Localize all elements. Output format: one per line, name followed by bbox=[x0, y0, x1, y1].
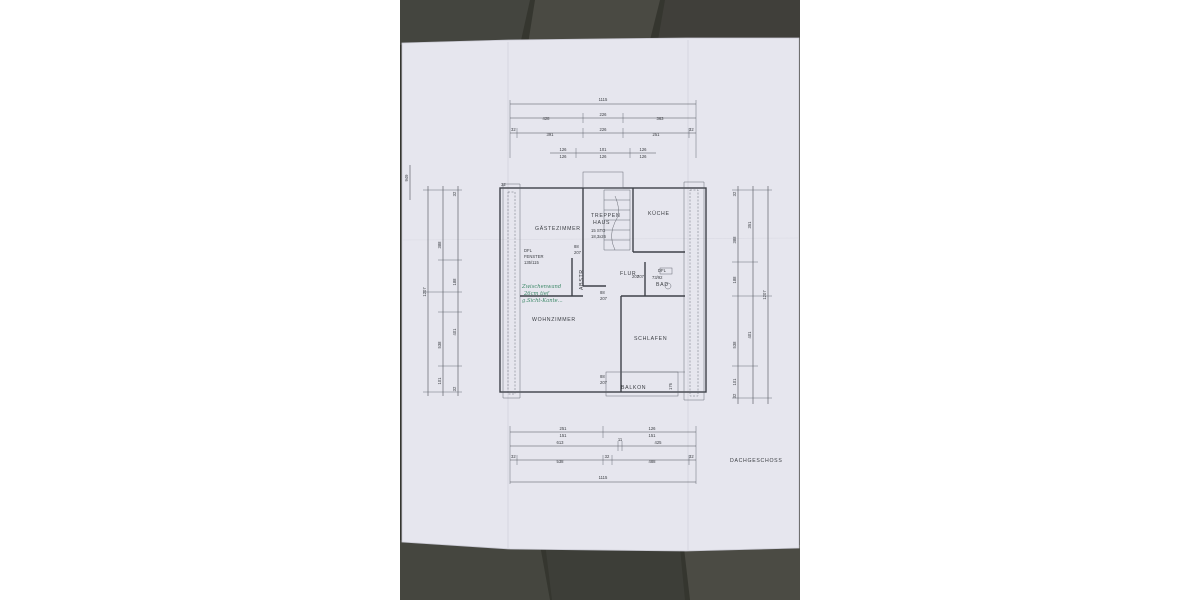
svg-text:226: 226 bbox=[600, 112, 608, 117]
svg-text:613: 613 bbox=[557, 440, 565, 445]
room-flur: FLUR bbox=[620, 271, 636, 277]
svg-text:425: 425 bbox=[655, 440, 663, 445]
svg-text:388: 388 bbox=[732, 236, 737, 244]
svg-text:401: 401 bbox=[452, 328, 457, 336]
svg-text:207: 207 bbox=[600, 380, 608, 385]
svg-text:32: 32 bbox=[732, 191, 737, 196]
room-gaestezimmer: GÄSTEZIMMER bbox=[535, 225, 581, 232]
svg-text:151: 151 bbox=[649, 433, 657, 438]
svg-text:538: 538 bbox=[437, 341, 442, 349]
photo-frame: 1115 428 226 363 32 391 226 251 32 126 1… bbox=[400, 0, 800, 600]
svg-text:151: 151 bbox=[560, 433, 568, 438]
left-dimension-chains: 949 1207 388 188 401 538 101 32 32 bbox=[404, 165, 462, 396]
svg-text:1115: 1115 bbox=[599, 475, 608, 480]
svg-text:538: 538 bbox=[557, 459, 565, 464]
svg-text:32: 32 bbox=[732, 393, 737, 398]
svg-text:538: 538 bbox=[732, 341, 737, 349]
room-balkon: BALKON bbox=[621, 385, 646, 391]
svg-text:88: 88 bbox=[600, 374, 605, 379]
floor-plan-sheet: 1115 428 226 363 32 391 226 251 32 126 1… bbox=[401, 37, 800, 552]
svg-text:126: 126 bbox=[640, 147, 648, 152]
room-labels: GÄSTEZIMMER TREPPEN HAUS 15 STG 18,3x26 … bbox=[524, 210, 670, 391]
svg-text:101: 101 bbox=[732, 378, 737, 386]
svg-text:126: 126 bbox=[600, 154, 608, 159]
svg-text:126: 126 bbox=[640, 154, 648, 159]
svg-text:1115: 1115 bbox=[599, 97, 608, 102]
svg-text:88: 88 bbox=[600, 290, 605, 295]
svg-text:488: 488 bbox=[649, 459, 657, 464]
svg-text:101: 101 bbox=[437, 377, 442, 385]
svg-text:FENSTER: FENSTER bbox=[524, 254, 544, 259]
svg-text:26cm tief: 26cm tief bbox=[523, 291, 550, 297]
room-schlafen: SCHLAFEN bbox=[634, 336, 667, 342]
svg-text:32: 32 bbox=[452, 191, 457, 196]
svg-text:207: 207 bbox=[574, 250, 582, 255]
svg-text:32: 32 bbox=[511, 454, 516, 459]
svg-text:HAUS: HAUS bbox=[593, 220, 610, 226]
svg-text:DFL: DFL bbox=[524, 248, 533, 253]
svg-text:135/115: 135/115 bbox=[524, 260, 539, 265]
right-dimension-chains: 351 1207 388 188 401 538 101 32 32 bbox=[732, 186, 772, 404]
svg-text:388: 388 bbox=[437, 241, 442, 249]
svg-text:428: 428 bbox=[543, 116, 551, 121]
svg-text:188: 188 bbox=[452, 278, 457, 286]
svg-text:188: 188 bbox=[732, 276, 737, 284]
top-dimension-chains: 1115 428 226 363 32 391 226 251 32 126 1… bbox=[509, 97, 697, 159]
svg-text:949: 949 bbox=[404, 174, 409, 182]
svg-text:126: 126 bbox=[649, 426, 657, 431]
svg-text:351: 351 bbox=[747, 221, 752, 229]
opening-labels: 88 207 207 88 207 88 207 207 176 32 bbox=[501, 182, 673, 390]
room-abstr: ABSTR bbox=[579, 269, 585, 290]
svg-text:176: 176 bbox=[668, 382, 673, 390]
svg-text:15 STG: 15 STG bbox=[591, 228, 605, 233]
bottom-dimension-chains: 251 126 151 151 613 11 425 32 538 32 488… bbox=[509, 426, 697, 484]
svg-text:Zwischenwand: Zwischenwand bbox=[521, 284, 562, 290]
svg-text:126: 126 bbox=[560, 147, 568, 152]
svg-text:32: 32 bbox=[605, 454, 610, 459]
svg-text:1207: 1207 bbox=[422, 287, 427, 297]
room-kueche: KÜCHE bbox=[648, 210, 670, 217]
svg-text:226: 226 bbox=[600, 127, 608, 132]
svg-text:207: 207 bbox=[632, 274, 640, 279]
svg-text:391: 391 bbox=[547, 132, 555, 137]
svg-text:363: 363 bbox=[657, 116, 665, 121]
svg-text:251: 251 bbox=[653, 132, 661, 137]
svg-text:207: 207 bbox=[637, 274, 645, 279]
room-wohnzimmer: WOHNZIMMER bbox=[532, 317, 576, 323]
drawing-title: DACHGESCHOSS bbox=[730, 458, 783, 464]
svg-text:126: 126 bbox=[560, 154, 568, 159]
paper bbox=[401, 37, 800, 552]
handwritten-notes: Zwischenwand 26cm tief g.Sicht-Kante... bbox=[521, 284, 563, 304]
svg-text:1207: 1207 bbox=[762, 290, 767, 300]
svg-text:73/92: 73/92 bbox=[652, 275, 663, 280]
svg-text:88: 88 bbox=[574, 244, 579, 249]
svg-text:251: 251 bbox=[560, 426, 568, 431]
svg-text:11: 11 bbox=[618, 437, 623, 442]
svg-text:101: 101 bbox=[600, 147, 608, 152]
room-bad: BAD bbox=[656, 282, 669, 288]
svg-text:18,3x26: 18,3x26 bbox=[591, 234, 607, 239]
room-treppenhaus: TREPPEN bbox=[591, 213, 620, 219]
svg-text:32: 32 bbox=[689, 127, 694, 132]
svg-text:32: 32 bbox=[501, 182, 506, 187]
svg-text:32: 32 bbox=[689, 454, 694, 459]
svg-text:32: 32 bbox=[452, 386, 457, 391]
svg-text:401: 401 bbox=[747, 331, 752, 339]
svg-text:g.Sicht-Kante...: g.Sicht-Kante... bbox=[522, 298, 563, 304]
svg-text:207: 207 bbox=[600, 296, 608, 301]
svg-text:32: 32 bbox=[511, 127, 516, 132]
floor-plan bbox=[499, 171, 707, 401]
room-dfl: DFL bbox=[658, 268, 667, 273]
